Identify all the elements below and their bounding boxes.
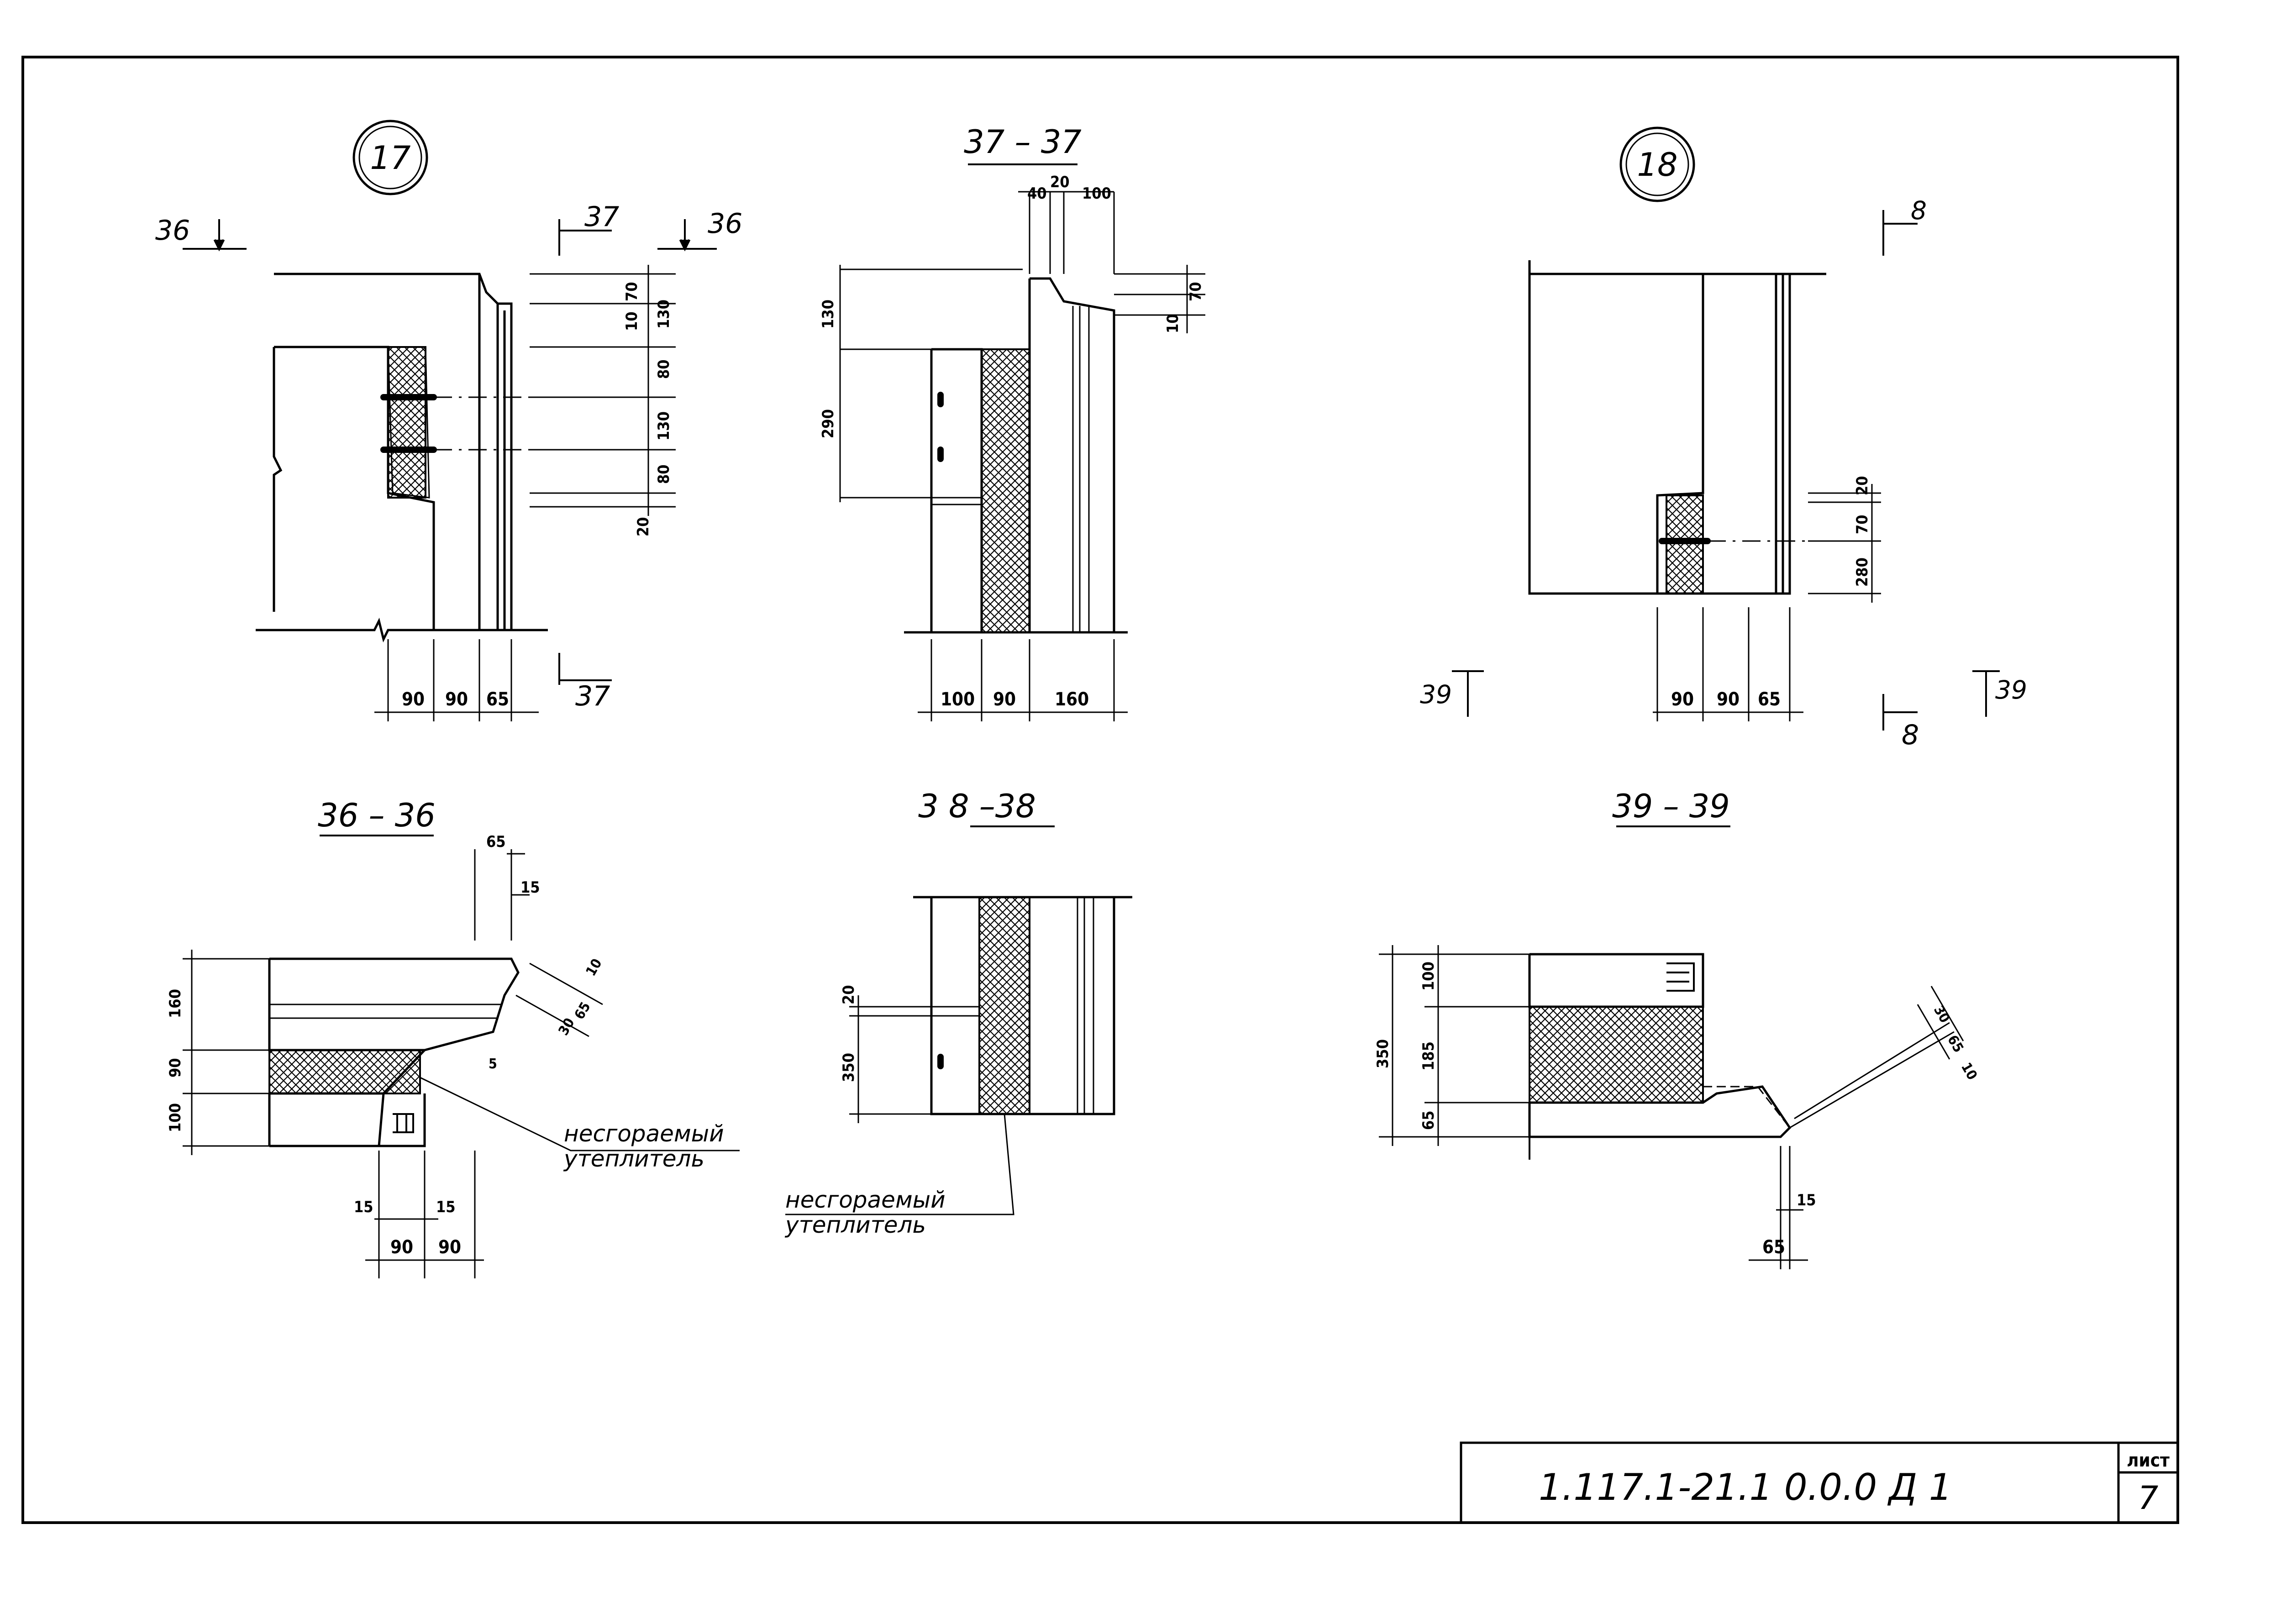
- dim-label: 15: [354, 1198, 373, 1216]
- sheet-frame: [21, 56, 2179, 1524]
- dim-label: 70: [623, 282, 641, 301]
- insulation-17: [387, 346, 426, 499]
- dim-label: 10: [1164, 314, 1182, 333]
- dim-label: 10: [583, 956, 605, 979]
- dim-label: 350: [1374, 1039, 1392, 1068]
- section-36-36-text: 36 – 36 65 15 160 90 100 30 65 10 5 15 1…: [166, 797, 724, 1258]
- dim-label: 350: [840, 1053, 858, 1082]
- callout-18: 18: [1637, 146, 1677, 184]
- dim-label: 65: [1762, 1237, 1785, 1258]
- cut-mark-36: 36: [708, 208, 742, 240]
- dim-label: 65: [486, 833, 506, 851]
- section-37-37-text: 37 – 37 40 20 100 130 290 70 10 100 90 1…: [819, 123, 1205, 710]
- section-38-38-text: 3 8 –38 20 350 несгораемый утеплитель: [784, 788, 1036, 1238]
- dim-label: 100: [166, 1103, 184, 1132]
- section-title-38: 3 8 –38: [918, 788, 1036, 825]
- section-39-39: [1379, 825, 1964, 1269]
- dim-label: 10: [1958, 1060, 1980, 1083]
- dim-label: 90: [438, 1237, 461, 1258]
- section-38-38: [785, 825, 1132, 1215]
- section-title-39: 39 – 39: [1612, 788, 1730, 825]
- section-36-36: [183, 835, 740, 1278]
- title-block: [1460, 1441, 2179, 1524]
- detail-18-text: 18 8 8 39 39 20 70 280 90 90 65: [1420, 146, 2027, 751]
- cut-mark-36: 36: [155, 215, 190, 247]
- dim-label: 65: [572, 999, 594, 1022]
- dim-label: 90: [993, 689, 1016, 710]
- dim-label: 20: [634, 517, 652, 536]
- sheet-label: лист: [2127, 1450, 2170, 1471]
- dim-label: 80: [655, 359, 673, 379]
- cut-mark-37: 37: [575, 680, 610, 712]
- dim-label: 65: [1419, 1110, 1438, 1130]
- cut-mark-8: 8: [1902, 719, 1919, 751]
- dim-label: 70: [1187, 282, 1205, 301]
- dim-label: 90: [445, 689, 468, 710]
- insulation-label: утеплитель: [784, 1212, 926, 1238]
- insulation-39: [1529, 1006, 1704, 1104]
- insulation-36: [268, 1049, 421, 1094]
- cut-mark-39: 39: [1995, 675, 2027, 704]
- dim-label: 185: [1419, 1041, 1438, 1071]
- dim-label: 130: [655, 411, 673, 441]
- insulation-18: [1666, 494, 1704, 594]
- dim-label: 20: [1853, 476, 1871, 495]
- dim-label: 100: [941, 689, 975, 710]
- dim-label: 90: [166, 1058, 184, 1077]
- dim-label: 100: [1082, 184, 1111, 203]
- dim-label: 40: [1027, 184, 1047, 203]
- doc-code: 1.117.1-21.1 0.0.0 Д 1: [1539, 1466, 1952, 1508]
- callout-17: 17: [370, 139, 410, 177]
- cut-mark-39: 39: [1420, 680, 1452, 709]
- dim-label: 160: [1055, 689, 1089, 710]
- dim-label: 5: [489, 1056, 497, 1072]
- section-title-37: 37 – 37: [964, 123, 1082, 161]
- dim-label: 130: [819, 300, 837, 329]
- dim-label: 130: [655, 300, 673, 329]
- detail-17: [183, 120, 717, 721]
- dim-label: 90: [390, 1237, 413, 1258]
- section-39-39-text: 39 – 39 350 100 185 65 30 65 10 15 65: [1374, 788, 1980, 1258]
- dim-label: 80: [655, 464, 673, 484]
- dim-label: 15: [436, 1198, 456, 1216]
- insulation-label: утеплитель: [563, 1146, 704, 1172]
- insulation-label: несгораемый: [564, 1120, 724, 1147]
- dim-label: 10: [623, 311, 641, 331]
- dim-label: 65: [1758, 689, 1781, 710]
- dim-label: 65: [486, 689, 509, 710]
- dim-label: 90: [402, 689, 425, 710]
- section-37-37: [839, 163, 1205, 721]
- section-title-36: 36 – 36: [318, 797, 436, 834]
- dim-label: 70: [1853, 515, 1871, 534]
- cut-mark-37: 37: [584, 201, 619, 233]
- detail-18: [1452, 126, 2000, 731]
- dim-label: 20: [1050, 173, 1070, 191]
- insulation-label: несгораемый: [785, 1187, 946, 1213]
- dim-label: 280: [1853, 557, 1871, 587]
- cut-mark-8: 8: [1911, 196, 1927, 225]
- dim-label: 30: [1930, 1003, 1953, 1026]
- dim-label: 15: [1797, 1191, 1816, 1209]
- dim-label: 15: [520, 878, 540, 897]
- dim-label: 90: [1717, 689, 1740, 710]
- insulation-38: [978, 896, 1030, 1115]
- insulation-37: [981, 348, 1030, 633]
- dim-label: 290: [819, 409, 837, 438]
- dim-label: 90: [1671, 689, 1694, 710]
- sheet-number: 7: [2138, 1479, 2159, 1517]
- detail-17-text: 17 36 37 36 37 10 70 130 80 130 80 20 90…: [155, 139, 742, 712]
- dim-label: 100: [1419, 962, 1438, 991]
- dim-label: 160: [166, 989, 184, 1018]
- dim-label: 20: [840, 985, 858, 1004]
